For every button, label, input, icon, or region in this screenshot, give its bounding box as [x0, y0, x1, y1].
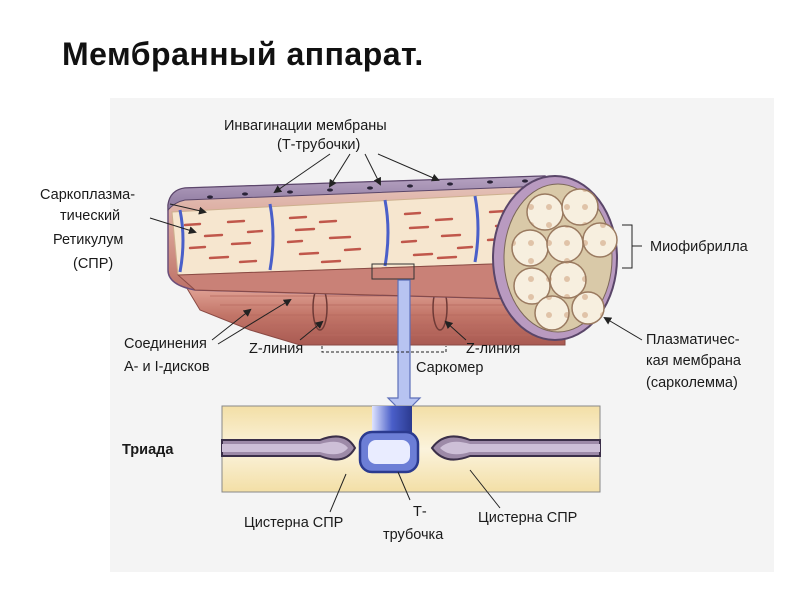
myofibril-circle: [561, 188, 599, 226]
myofibril-circle: [511, 229, 549, 267]
label-spr-2: тический: [60, 208, 120, 224]
t-tubule-vertical: [372, 406, 412, 438]
myofibril-circle: [582, 222, 618, 258]
label-sarcomere: Саркомер: [416, 360, 483, 376]
label-z-line-left: Z-линия: [249, 341, 303, 357]
label-invaginations-1: Инвагинации мембраны: [224, 118, 387, 134]
zoom-source-box: [371, 263, 415, 280]
label-invaginations-2: (Т-трубочки): [277, 137, 360, 153]
myofibril-circle: [571, 291, 605, 325]
myofibril-circle: [526, 193, 564, 231]
label-junction-2: А- и I-дисков: [124, 359, 210, 375]
myofibril-circle: [513, 267, 551, 305]
label-triad: Триада: [122, 442, 174, 458]
label-z-line-right: Z-линия: [466, 341, 520, 357]
myofibril-circle: [549, 261, 587, 299]
label-plasma-3: (сарколемма): [646, 375, 738, 391]
myofibril-circle: [534, 295, 570, 331]
label-t-tubule-2: трубочка: [383, 527, 444, 543]
label-junction-1: Соединения: [124, 336, 207, 352]
slide-title: Мембранный аппарат.: [62, 36, 424, 72]
label-cistern-left: Цистерна СПР: [244, 515, 343, 531]
myofibril-circle: [546, 225, 584, 263]
label-cistern-right: Цистерна СПР: [478, 510, 577, 526]
muscle-fiber: [167, 175, 618, 346]
label-myofibril: Миофибрилла: [650, 239, 749, 255]
label-spr-4: (СПР): [73, 256, 113, 272]
label-t-tubule-1: Т-: [413, 504, 427, 520]
label-plasma-2: кая мембрана: [646, 353, 742, 369]
label-spr-3: Ретикулум: [53, 232, 123, 248]
label-plasma-1: Плазматичес-: [646, 332, 740, 348]
triad-panel: [221, 405, 601, 493]
label-spr-1: Саркоплазма-: [40, 187, 135, 203]
